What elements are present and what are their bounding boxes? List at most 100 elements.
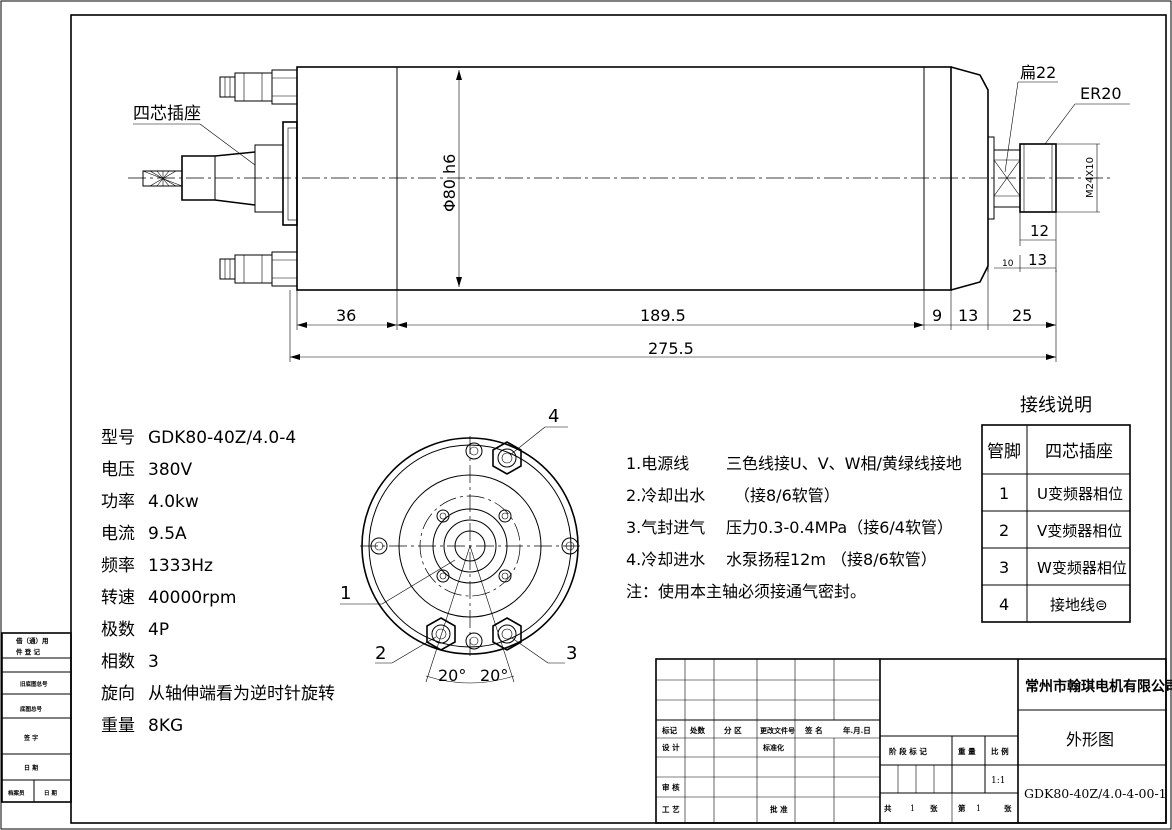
rear-flange xyxy=(282,121,298,226)
tb-drawing-code: GDK80-40Z/4.0-4-00-1 xyxy=(1024,786,1167,801)
spindle-end-view: 1 2 3 4 20° 20° xyxy=(340,406,580,685)
note-value: 压力0.3-0.4MPa（接6/4软管） xyxy=(726,518,953,537)
spec-label: 转速 xyxy=(101,588,135,608)
angle-20-left: 20° xyxy=(438,666,466,685)
thread-dim: M24X10 xyxy=(1085,157,1096,198)
fitting-3 xyxy=(492,617,522,651)
fitting-4 xyxy=(492,441,522,475)
dim-total: 275.5 xyxy=(648,339,694,358)
dim-13b: 13 xyxy=(958,306,978,325)
wiring-pin: 1 xyxy=(999,484,1009,503)
dim-36: 36 xyxy=(336,306,356,325)
spec-label: 电流 xyxy=(101,524,135,544)
collet-label: ER20 xyxy=(1080,84,1122,103)
tb-date: 年.月.日 xyxy=(843,725,871,735)
spec-label: 相数 xyxy=(101,652,135,672)
wiring-header-connector: 四芯插座 xyxy=(1045,442,1113,462)
wiring-desc: U变频器相位 xyxy=(1037,485,1123,503)
wiring-pin: 4 xyxy=(999,595,1009,614)
spec-value: 4P xyxy=(148,620,169,640)
dim-9: 9 xyxy=(932,306,942,325)
sidebar-2: 旧底图总号 xyxy=(20,680,48,688)
tb-drawing-name: 外形图 xyxy=(1066,730,1114,749)
tb-scale: 1:1 xyxy=(991,776,1005,786)
sidebar-1: 件 登 记 xyxy=(16,647,41,656)
notes-list: 1.电源线三色线接U、V、W相/黄绿线接地2.冷却出水（接8/6软管）3.气封进… xyxy=(626,454,962,601)
dim-12: 12 xyxy=(1030,222,1049,240)
spec-value: 380V xyxy=(148,460,192,480)
spec-label: 极数 xyxy=(101,620,135,640)
note-value: （接8/6软管） xyxy=(734,486,840,505)
wiring-header-pin: 管脚 xyxy=(987,442,1021,462)
endview-num-3: 3 xyxy=(566,643,577,664)
mounting-holes xyxy=(370,442,579,650)
spindle-body xyxy=(296,66,952,291)
left-sidebar: 借（通）用 件 登 记 旧底图总号 底图总号 签 字 日 期 档案员 日 期 xyxy=(1,632,72,803)
inner-bolts xyxy=(436,509,512,583)
dim-25: 25 xyxy=(1012,306,1032,325)
spindle-nose xyxy=(950,66,989,291)
tb-craft: 工 艺 xyxy=(662,804,680,814)
tb-company: 常州市翰琪电机有限公司 xyxy=(1025,678,1172,695)
wiring-pin: 3 xyxy=(999,558,1009,577)
tb-design: 设 计 xyxy=(662,742,680,752)
angle-20-right: 20° xyxy=(480,666,508,685)
power-cable xyxy=(142,170,183,187)
tb-total-a: 共 xyxy=(884,803,892,813)
tb-sheet-n: 1 xyxy=(976,804,981,813)
spec-value: 从轴伸端看为逆时针旋转 xyxy=(148,684,335,704)
tb-zone: 分 区 xyxy=(724,725,742,735)
title-block: 标记 处数 分 区 更改文件号 签 名 年.月.日 设 计 标准化 审 核 工 … xyxy=(655,658,1172,824)
spec-label: 重量 xyxy=(101,716,135,736)
spec-value: 4.0kw xyxy=(148,492,199,512)
spec-label: 功率 xyxy=(101,492,135,512)
spec-list: 型号 GDK80-40Z/4.0-4 电压 380V 功率 4.0kw 电流 9.5A 频率 13… xyxy=(101,428,335,736)
tb-approve: 批 准 xyxy=(770,804,788,814)
spindle-side-view: Φ80 h6 四芯插座 扁22 ER20 M24X10 12 10 13 xyxy=(128,63,1130,362)
spec-value: 9.5A xyxy=(148,524,187,544)
collet-nut xyxy=(1019,143,1057,213)
tb-doc: 更改文件号 xyxy=(760,726,795,735)
wiring-desc: 接地线⊜ xyxy=(1050,596,1108,614)
note-value: 三色线接U、V、W相/黄绿线接地 xyxy=(726,454,962,473)
flat-label: 扁22 xyxy=(1020,63,1056,82)
wiring-title: 接线说明 xyxy=(1020,395,1092,416)
note-key: 1.电源线 xyxy=(626,454,689,473)
water-fitting-bottom xyxy=(219,251,298,287)
spec-value: 8KG xyxy=(148,716,183,736)
spec-value: 3 xyxy=(148,652,159,672)
tb-mark: 标记 xyxy=(661,725,677,735)
dim-13a: 13 xyxy=(1028,251,1047,269)
sidebar-5: 日 期 xyxy=(24,764,38,772)
diameter-dim: Φ80 h6 xyxy=(440,154,459,212)
note-key: 注：使用本主轴必须接通气密封。 xyxy=(626,582,866,601)
inner-frame xyxy=(70,14,1167,824)
sidebar-0: 借（通）用 xyxy=(15,636,49,645)
spec-value: 1333Hz xyxy=(148,556,213,576)
tb-review: 审 核 xyxy=(662,782,680,792)
spec-value: 40000rpm xyxy=(148,588,236,608)
tb-total-b: 张 xyxy=(930,804,938,813)
endview-num-1: 1 xyxy=(340,583,351,604)
dim-189: 189.5 xyxy=(640,306,686,325)
tb-ratio: 比 例 xyxy=(991,746,1009,756)
spec-value: GDK80-40Z/4.0-4 xyxy=(148,428,296,448)
fitting-2 xyxy=(426,617,456,651)
tb-weight: 重 量 xyxy=(958,746,976,756)
tb-sheet-a: 第 xyxy=(958,803,966,813)
tb-stage: 阶 段 标 记 xyxy=(889,746,927,756)
water-fitting-top xyxy=(219,69,298,105)
spec-label: 旋向 xyxy=(101,684,135,704)
sidebar-6: 档案员 xyxy=(7,789,25,797)
endview-num-2: 2 xyxy=(375,643,386,664)
note-key: 4.冷却进水 xyxy=(626,550,705,569)
wiring-pin: 2 xyxy=(999,521,1009,540)
spec-label: 频率 xyxy=(101,556,135,576)
wiring-desc: V变频器相位 xyxy=(1037,522,1122,540)
dim-10: 10 xyxy=(1002,259,1014,269)
four-pin-connector xyxy=(181,151,256,206)
tb-std: 标准化 xyxy=(762,743,784,752)
spec-label: 电压 xyxy=(101,460,135,480)
spec-label: 型号 xyxy=(101,428,135,448)
